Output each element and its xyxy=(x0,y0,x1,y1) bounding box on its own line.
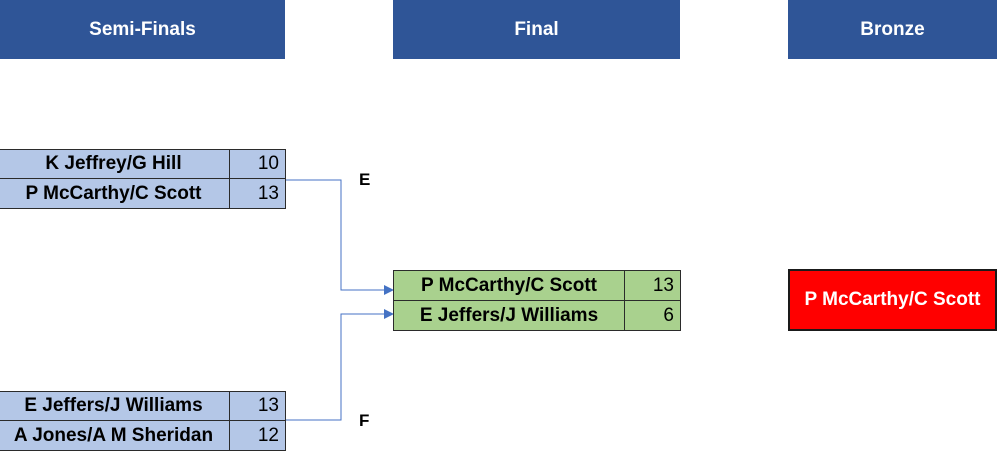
semi-f-team-1-score: 13 xyxy=(229,391,286,421)
match-label-f: F xyxy=(359,411,370,430)
match-label-e: E xyxy=(359,170,371,189)
final-team-2-name: E Jeffers/J Williams xyxy=(393,300,625,331)
final-team-1-score: 13 xyxy=(624,270,681,301)
connector-semi-e xyxy=(285,179,394,295)
semi-finals-header: Semi-Finals xyxy=(0,0,285,59)
final-team-1-name: P McCarthy/C Scott xyxy=(393,270,625,301)
final-header: Final xyxy=(393,0,680,59)
final-team-2-score: 6 xyxy=(624,300,681,331)
connector-semi-f xyxy=(285,309,394,421)
semi-f-team-2-name: A Jones/A M Sheridan xyxy=(0,420,230,451)
bronze-header: Bronze xyxy=(788,0,997,59)
semi-e-team-2-score: 13 xyxy=(229,178,286,209)
semi-e-team-1-score: 10 xyxy=(229,149,286,179)
semi-e-team-2-name: P McCarthy/C Scott xyxy=(0,178,230,209)
semi-f-team-2-score: 12 xyxy=(229,420,286,451)
bronze-winner: P McCarthy/C Scott xyxy=(788,269,997,331)
semi-e-team-1-name: K Jeffrey/G Hill xyxy=(0,149,230,179)
semi-f-team-1-name: E Jeffers/J Williams xyxy=(0,391,230,421)
